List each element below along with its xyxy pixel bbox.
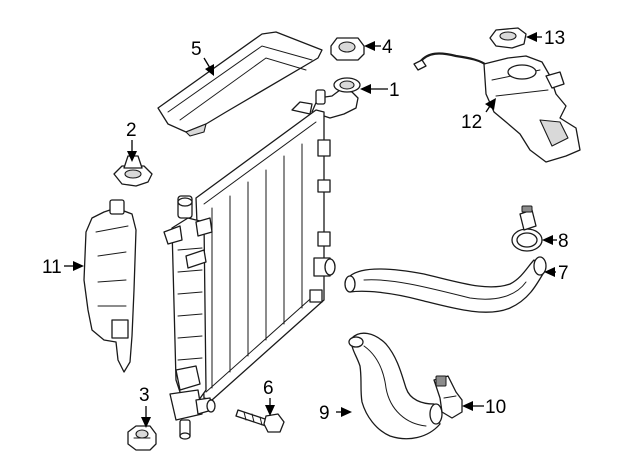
part-7-hose (344, 256, 547, 313)
callout-12-number: 12 (461, 112, 482, 133)
callout-13: 13 (526, 28, 565, 49)
callout-7-number: 7 (558, 263, 569, 284)
callout-4-number: 4 (382, 37, 393, 58)
callout-6-number: 6 (263, 378, 274, 399)
callout-6: 6 (263, 378, 275, 416)
callouts: 1 2 3 4 5 6 (42, 28, 569, 428)
radiator-core-fins (211, 143, 303, 389)
callout-7: 7 (544, 263, 569, 284)
callout-11: 11 (42, 257, 84, 278)
callout-4: 4 (364, 37, 393, 58)
part-3-nut (127, 425, 157, 451)
callout-11-number: 11 (42, 257, 62, 278)
part-8-clamp (511, 205, 543, 252)
callout-1: 1 (360, 80, 400, 101)
callout-2-number: 2 (126, 120, 137, 141)
callout-5-number: 5 (191, 39, 202, 60)
callout-5: 5 (191, 39, 214, 76)
part-radiator (163, 109, 336, 440)
part-1-filler-neck (291, 77, 361, 119)
callout-10: 10 (462, 397, 506, 418)
callout-8: 8 (542, 231, 569, 252)
radiator-tank-ribs (177, 247, 203, 361)
part-10-fitting (433, 375, 463, 419)
part-6-bolt (235, 409, 285, 433)
part-2-grommet (113, 155, 153, 187)
part-13-cap (489, 27, 527, 49)
callout-2: 2 (126, 120, 137, 162)
callout-12: 12 (461, 98, 496, 133)
part-4-insulator (330, 37, 365, 61)
part-11-side-seal (83, 199, 137, 373)
callout-8-number: 8 (558, 231, 569, 252)
callout-3: 3 (139, 385, 151, 428)
part-5-air-baffle (157, 31, 323, 137)
part-9-hose (348, 332, 443, 440)
callout-9-number: 9 (319, 403, 330, 424)
callout-10-number: 10 (485, 397, 506, 418)
callout-9: 9 (319, 403, 352, 424)
part-12-reservoir (413, 52, 581, 163)
callout-13-number: 13 (544, 28, 565, 49)
callout-1-number: 1 (389, 80, 400, 101)
callout-3-number: 3 (139, 385, 150, 406)
